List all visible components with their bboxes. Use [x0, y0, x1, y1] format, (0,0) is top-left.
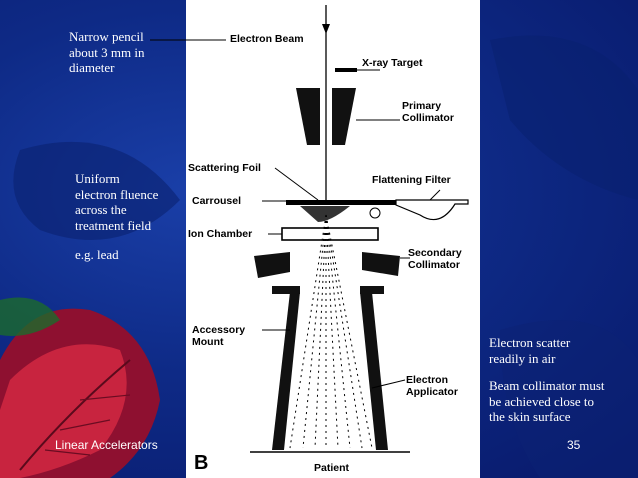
label-accessory-mount: Accessory Mount — [192, 324, 245, 348]
xray-target-mark — [335, 68, 357, 72]
label-patient: Patient — [314, 462, 350, 474]
label-primary-collimator: Primary Collimator — [402, 100, 454, 124]
note-collimator-line-1: Beam collimator must — [489, 378, 605, 393]
label-applicator-line-2: Applicator — [406, 386, 458, 398]
label-scattering-foil: Scattering Foil — [188, 162, 261, 174]
label-primary-line-1: Primary — [402, 100, 442, 112]
label-electron-applicator: Electron Applicator — [406, 374, 458, 398]
label-xray-target: X-ray Target — [362, 57, 423, 69]
label-accessory-line-2: Mount — [192, 336, 224, 348]
note-lead: e.g. lead — [75, 247, 119, 262]
note-pencil-line-3: diameter — [69, 60, 115, 75]
scattering-foil-cone — [300, 206, 350, 222]
label-electron-beam: Electron Beam — [230, 33, 304, 45]
note-scatter-line-2: readily in air — [489, 350, 556, 366]
footer-title: Linear Accelerators — [55, 438, 158, 452]
note-pencil-line-2: about 3 mm in — [69, 44, 145, 60]
note-scatter-line-1: Electron scatter — [489, 335, 571, 350]
label-secondary-line-2: Collimator — [408, 259, 460, 271]
secondary-collimator-left — [254, 252, 290, 278]
diagram-panel — [186, 0, 480, 478]
applicator-wall-right — [360, 292, 388, 450]
note-fluence-line-1: Uniform — [75, 171, 120, 186]
primary-collimator-right — [332, 88, 356, 145]
label-accessory-line-1: Accessory — [192, 324, 246, 336]
note-fluence: Uniform electron fluence across the trea… — [75, 171, 158, 233]
carrousel-plate — [286, 200, 396, 205]
note-scatter: Electron scatter readily in air — [489, 335, 570, 366]
note-collimator-line-2: be achieved close to — [489, 393, 595, 409]
note-collimator: Beam collimator must be achieved close t… — [489, 378, 605, 425]
note-fluence-line-3: across the — [75, 202, 127, 217]
label-ion-chamber: Ion Chamber — [188, 228, 253, 240]
primary-collimator-left — [296, 88, 320, 145]
label-flattening-filter: Flattening Filter — [372, 174, 451, 186]
note-fluence-line-4: treatment field — [75, 217, 152, 233]
electron-scatter-lines — [289, 214, 373, 449]
flattening-filter-shape — [395, 199, 469, 221]
label-secondary-line-1: Secondary — [408, 247, 462, 259]
page-number: 35 — [567, 438, 581, 452]
note-fluence-line-2: electron fluence — [75, 186, 159, 202]
accessory-mount-right — [360, 286, 384, 294]
secondary-collimator-right — [362, 252, 400, 276]
label-carrousel: Carrousel — [192, 195, 242, 207]
label-primary-line-2: Collimator — [402, 112, 454, 124]
figure-letter: B — [194, 452, 209, 474]
label-secondary-collimator: Secondary Collimator — [408, 247, 462, 271]
label-applicator-line-1: Electron — [406, 374, 449, 386]
note-pencil: Narrow pencil about 3 mm in diameter — [69, 29, 144, 76]
note-pencil-line-1: Narrow pencil — [69, 29, 144, 44]
electron-beam-arrowhead — [322, 24, 330, 34]
accessory-mount-left — [272, 286, 300, 294]
note-collimator-line-3: the skin surface — [489, 409, 571, 424]
applicator-wall-left — [272, 292, 300, 450]
